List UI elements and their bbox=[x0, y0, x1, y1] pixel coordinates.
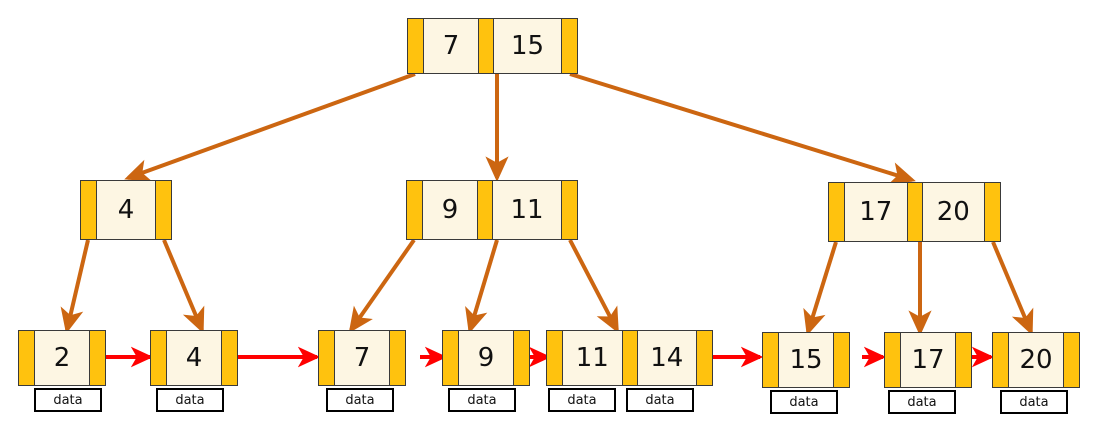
node-internal-middle[interactable]: 9 11 bbox=[406, 180, 578, 240]
node-leaf-4[interactable]: 4 bbox=[150, 330, 238, 386]
key-cell: 9 bbox=[459, 331, 513, 385]
edge-root-to-internal-left bbox=[124, 72, 416, 182]
data-box: data bbox=[34, 388, 102, 412]
data-box: data bbox=[548, 388, 616, 412]
node-leaf-9[interactable]: 9 bbox=[442, 330, 530, 386]
pointer-bar[interactable] bbox=[389, 331, 405, 385]
node-internal-left[interactable]: 4 bbox=[80, 180, 172, 240]
pointer-bar[interactable] bbox=[984, 183, 1000, 241]
node-internal-right[interactable]: 17 20 bbox=[828, 182, 1001, 242]
key-cell: 17 bbox=[901, 333, 955, 387]
pointer-bar[interactable] bbox=[19, 331, 35, 385]
data-box-label: data bbox=[789, 394, 819, 410]
node-leaf-11-14[interactable]: 11 14 bbox=[546, 330, 713, 386]
pointer-bar[interactable] bbox=[621, 331, 638, 385]
edge-internal-middle-to-leaf-7 bbox=[348, 238, 416, 334]
pointer-bar[interactable] bbox=[993, 333, 1009, 387]
node-leaf-7[interactable]: 7 bbox=[318, 330, 406, 386]
internal-middle-edges bbox=[348, 238, 619, 334]
node-root[interactable]: 7 15 bbox=[407, 18, 578, 74]
pointer-bar[interactable] bbox=[885, 333, 901, 387]
edge-internal-left-to-leaf-4 bbox=[162, 239, 205, 334]
pointer-bar[interactable] bbox=[1063, 333, 1079, 387]
data-box: data bbox=[770, 390, 838, 414]
key-cell: 20 bbox=[1009, 333, 1063, 387]
data-box: data bbox=[156, 388, 224, 412]
internal-left-edges bbox=[60, 239, 205, 334]
pointer-bar[interactable] bbox=[81, 181, 97, 239]
pointer-bar[interactable] bbox=[408, 19, 424, 73]
pointer-bar[interactable] bbox=[829, 183, 845, 241]
pointer-bar[interactable] bbox=[561, 19, 577, 73]
key-cell: 7 bbox=[424, 19, 478, 73]
data-box-label: data bbox=[53, 392, 83, 408]
node-leaf-17[interactable]: 17 bbox=[884, 332, 972, 388]
edge-internal-middle-to-leaf-11-14 bbox=[568, 239, 619, 334]
data-box: data bbox=[448, 388, 516, 412]
key-cell: 7 bbox=[335, 331, 389, 385]
data-box: data bbox=[626, 388, 694, 412]
edge-root-to-internal-right bbox=[569, 72, 916, 185]
pointer-bar[interactable] bbox=[955, 333, 971, 387]
key-cell: 2 bbox=[35, 331, 89, 385]
pointer-bar[interactable] bbox=[89, 331, 105, 385]
data-box-label: data bbox=[567, 392, 597, 408]
pointer-bar[interactable] bbox=[443, 331, 459, 385]
node-leaf-2[interactable]: 2 bbox=[18, 330, 106, 386]
data-box-label: data bbox=[175, 392, 205, 408]
pointer-bar[interactable] bbox=[319, 331, 335, 385]
pointer-bar[interactable] bbox=[221, 331, 237, 385]
pointer-bar[interactable] bbox=[478, 19, 494, 73]
key-cell: 17 bbox=[845, 183, 907, 241]
pointer-bar[interactable] bbox=[155, 181, 171, 239]
key-cell: 9 bbox=[423, 181, 477, 239]
pointer-bar[interactable] bbox=[547, 331, 563, 385]
edge-internal-middle-to-leaf-9 bbox=[465, 239, 499, 334]
data-box: data bbox=[326, 388, 394, 412]
data-box-label: data bbox=[467, 392, 497, 408]
root-to-internal-edges bbox=[124, 72, 916, 185]
pointer-bar[interactable] bbox=[561, 181, 577, 239]
data-box-label: data bbox=[345, 392, 375, 408]
edge-internal-right-to-leaf-20 bbox=[991, 241, 1034, 336]
key-cell: 20 bbox=[922, 183, 984, 241]
node-leaf-15[interactable]: 15 bbox=[762, 332, 850, 388]
pointer-bar[interactable] bbox=[906, 183, 923, 241]
key-cell: 4 bbox=[167, 331, 221, 385]
data-box: data bbox=[1000, 390, 1068, 414]
data-box-label: data bbox=[907, 394, 937, 410]
key-cell: 15 bbox=[494, 19, 561, 73]
key-cell: 15 bbox=[779, 333, 833, 387]
key-cell: 11 bbox=[493, 181, 561, 239]
edge-internal-left-to-leaf-2 bbox=[60, 239, 90, 334]
key-cell: 4 bbox=[97, 181, 155, 239]
pointer-bar[interactable] bbox=[477, 181, 493, 239]
key-cell: 14 bbox=[637, 331, 696, 385]
pointer-bar[interactable] bbox=[151, 331, 167, 385]
data-box: data bbox=[888, 390, 956, 414]
data-box-label: data bbox=[1019, 394, 1049, 410]
pointer-bar[interactable] bbox=[513, 331, 529, 385]
pointer-bar[interactable] bbox=[833, 333, 849, 387]
pointer-bar[interactable] bbox=[763, 333, 779, 387]
pointer-bar[interactable] bbox=[407, 181, 423, 239]
key-cell: 11 bbox=[563, 331, 622, 385]
internal-right-edges bbox=[803, 241, 1034, 336]
pointer-bar[interactable] bbox=[696, 331, 712, 385]
data-box-label: data bbox=[645, 392, 675, 408]
edge-internal-right-to-leaf-15 bbox=[803, 241, 838, 336]
node-leaf-20[interactable]: 20 bbox=[992, 332, 1080, 388]
